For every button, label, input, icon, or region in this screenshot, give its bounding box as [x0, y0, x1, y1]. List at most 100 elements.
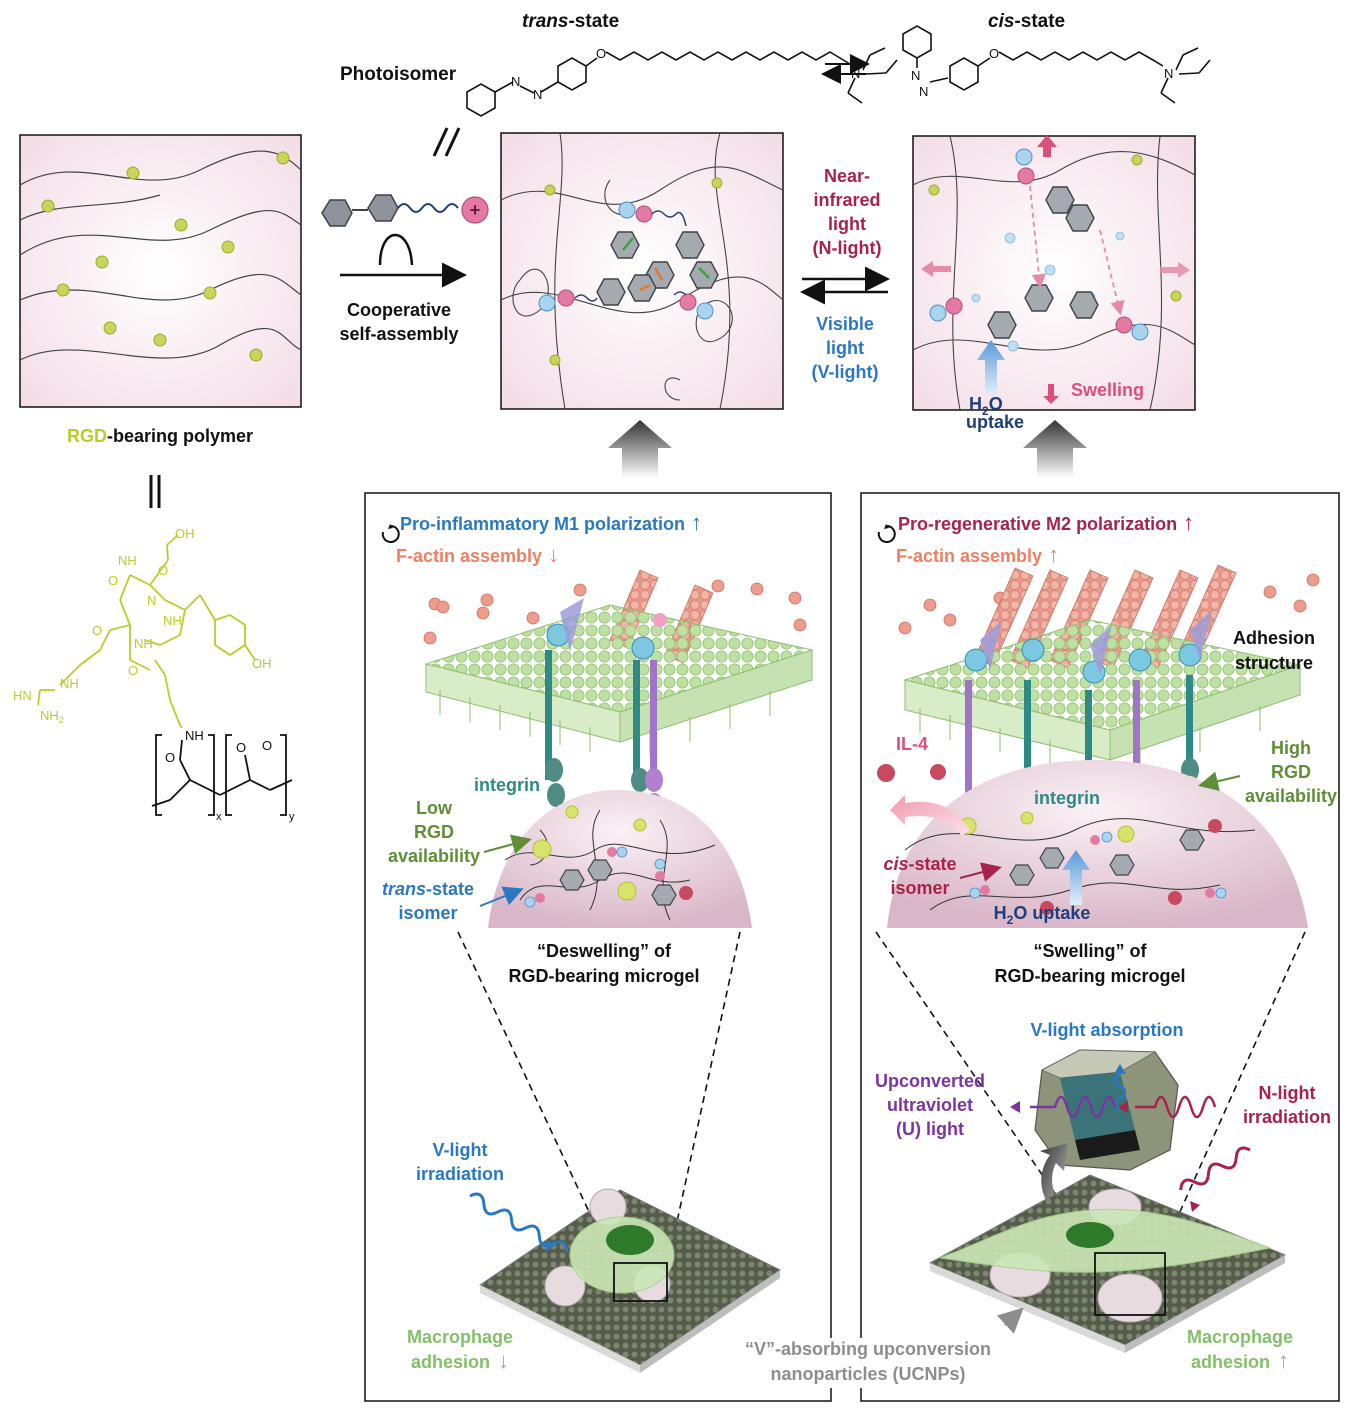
m2-adhesion-2: structure [1235, 653, 1313, 673]
m2-h2o-uptake: H2O uptake [994, 903, 1091, 927]
cis-azobenzene-structure [902, 25, 1211, 104]
m1-deswelling-2: RGD-bearing microgel [508, 966, 699, 986]
m2-h2o-uptake-arrow [1062, 850, 1090, 905]
m1-macro-2: adhesion↓ [411, 1348, 509, 1373]
m2-macrophage-cell [939, 1188, 1272, 1323]
trans-n-upper: N [511, 74, 520, 89]
azobenzene-molecule-icon: + [321, 194, 489, 227]
m2-il4-arrow [890, 795, 970, 836]
nir-label-4: (N-light) [813, 238, 882, 258]
m2-nlight-1: N-light [1259, 1083, 1316, 1103]
m1-membrane-side [619, 649, 813, 743]
rgd-polymer-box [19, 134, 302, 408]
m2-integrin-label: integrin [1034, 788, 1100, 808]
m2-high-rgd-2: RGD [1271, 762, 1311, 782]
m2-swelling-2: RGD-bearing microgel [994, 966, 1185, 986]
rgd-polymer-panel: RGD-bearing polymer [19, 134, 302, 508]
m2-upconv-1: Upconverted [875, 1071, 985, 1091]
trans-azo-complex [596, 231, 719, 306]
vis-label-1: Visible [816, 314, 874, 334]
rgd-o-4: O [128, 663, 138, 678]
backbone-o-2: O [236, 740, 246, 755]
m2-swelling-1: “Swelling” of [1033, 941, 1147, 961]
m1-trans-isomer-1: trans-state [382, 879, 474, 899]
nir-label-1: Near- [824, 166, 870, 186]
up-arrow-left [608, 420, 672, 478]
cis-state-title: cis-state [988, 11, 1065, 32]
rgd-o-2: O [108, 573, 118, 588]
m2-nlight-irradiation-wave [1179, 1146, 1251, 1191]
m1-vlight-1: V-light [433, 1140, 488, 1160]
m2-high-rgd-3: availability [1245, 786, 1337, 806]
m2-nir-wave [1135, 1095, 1217, 1119]
rgd-o-1: O [92, 623, 102, 638]
h2o-label: H2O [969, 394, 1003, 418]
rgd-peptide-structure: OH NH N NH NH OH NH HN NH2 O O O O NH [13, 526, 295, 823]
m1-frame [364, 492, 832, 1402]
rgd-nh-3: NH [163, 613, 182, 628]
backbone-nh: NH [185, 728, 204, 743]
m2-title: Pro-regenerative M2 polarization↑ [898, 510, 1194, 535]
rgd-oh-ring: OH [252, 656, 272, 671]
m1-integrin-label: integrin [474, 775, 540, 795]
photoisomer-label: Photoisomer [340, 64, 457, 85]
nir-visible-switch: Near- infrared light (N-light) Visible l… [800, 166, 890, 382]
m2-uv-wave [1030, 1095, 1117, 1119]
nir-label-2: infrared [813, 190, 880, 210]
m2-macro-1: Macrophage [1187, 1327, 1293, 1347]
trans-network-box [500, 132, 784, 410]
trans-n-lower: N [533, 87, 542, 102]
ucnp-pointer-arrow [996, 1307, 1024, 1334]
rgd-nh-1: NH [118, 553, 137, 568]
ucnp-label-1: “V”-absorbing upconversion [745, 1339, 991, 1359]
m1-deswelling-1: “Deswelling” of [537, 941, 672, 961]
cis-n-plus: N [1164, 66, 1173, 81]
subscript-x: x [216, 811, 222, 823]
rgd-hn: HN [13, 688, 32, 703]
vis-label-2: light [826, 338, 864, 358]
m2-il4: IL-4 [896, 734, 928, 754]
rgd-oh-top: OH [175, 526, 195, 541]
cis-network-panel: Swelling H2O uptake [912, 135, 1196, 432]
assembly-label-1: Cooperative [347, 300, 451, 320]
m2-upconv-3: (U) light [896, 1119, 964, 1139]
m1-vlight-2: irradiation [416, 1164, 504, 1184]
m2-frame [860, 492, 1340, 1402]
swelling-label: Swelling [1071, 380, 1144, 400]
m2-factin: F-actin assembly↑ [896, 542, 1059, 567]
m1-title: Pro-inflammatory M1 polarization↑ [400, 510, 702, 535]
m1-low-rgd-1: Low [416, 798, 453, 818]
ucnp-crystal [1034, 1049, 1179, 1171]
equals-vertical [149, 475, 161, 508]
m2-nlight-2: irradiation [1243, 1107, 1331, 1127]
m2-cis-isomer-1: cis-state [883, 854, 956, 874]
cis-o: O [989, 46, 999, 61]
m2-high-rgd-1: High [1271, 738, 1311, 758]
svg-text:+: + [470, 200, 481, 220]
m1-macrophage-cell [544, 1188, 675, 1307]
cis-n-lower: N [919, 84, 928, 99]
backbone-o-3: O [262, 738, 272, 753]
nir-label-3: light [828, 214, 866, 234]
photo-equilibrium-arrows [821, 54, 870, 84]
subscript-y: y [289, 811, 295, 823]
m1-low-rgd-3: availability [388, 846, 480, 866]
m2-box: Pro-regenerative M2 polarization↑ F-acti… [860, 492, 1340, 1402]
m1-integrin-left [545, 598, 584, 832]
rgd-nh2: NH2 [40, 708, 64, 725]
m2-membrane-side [1109, 664, 1301, 761]
rgd-nh-4: NH [134, 636, 153, 651]
h2o-uptake-arrow [977, 340, 1005, 395]
m1-low-rgd-2: RGD [414, 822, 454, 842]
rgd-o-3: O [158, 563, 168, 578]
up-arrow-right [1023, 420, 1087, 478]
ucnp-label-2: nanoparticles (UCNPs) [770, 1364, 965, 1384]
m1-microgel-dome [488, 790, 752, 928]
trans-o: O [596, 46, 606, 61]
m2-macro-2: adhesion↑ [1191, 1348, 1289, 1373]
m1-macro-1: Macrophage [407, 1327, 513, 1347]
trans-network-panel [500, 132, 784, 410]
m2-cis-isomer-2: isomer [890, 878, 949, 898]
cooperative-assembly: + Cooperative self-assembly [321, 194, 489, 344]
